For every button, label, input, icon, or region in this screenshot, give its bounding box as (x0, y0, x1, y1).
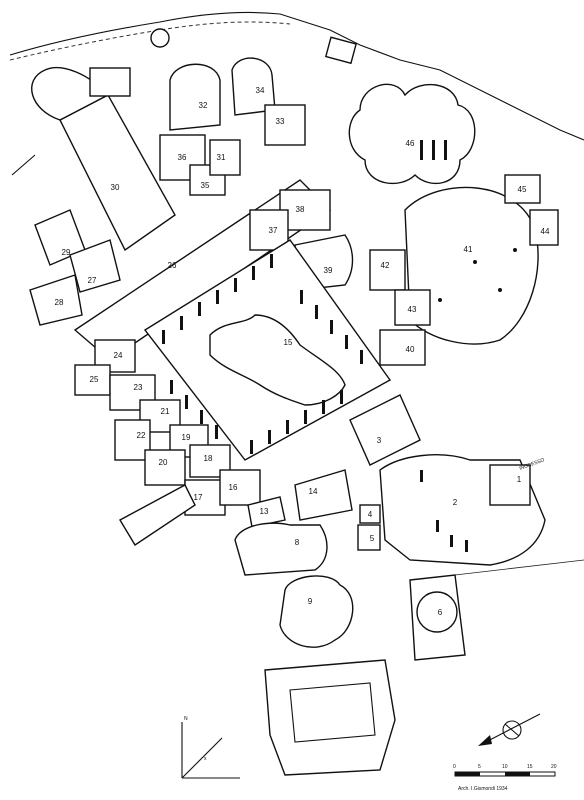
room-label: 24 (114, 351, 123, 360)
room-label: 1 (517, 475, 522, 484)
room-34 (231, 57, 276, 116)
room-label: 23 (134, 383, 143, 392)
room-37 (249, 209, 289, 251)
room-40 (379, 329, 426, 366)
room-label: 40 (406, 345, 415, 354)
room-label: 6 (438, 608, 443, 617)
room-label: 16 (229, 483, 238, 492)
round-room-6 (416, 591, 458, 633)
architect-credit: Arch. I.Gismondi 1934 (458, 786, 508, 792)
room-label: 36 (178, 153, 187, 162)
room-28 (29, 274, 83, 326)
room-5 (357, 524, 381, 551)
room-32 (169, 63, 221, 131)
room-label: 8 (295, 538, 300, 547)
room-label: 29 (62, 248, 71, 257)
room-label: 22 (137, 431, 146, 440)
hall-41 (404, 186, 539, 345)
room-1 (489, 464, 531, 506)
room-label: 43 (408, 305, 417, 314)
room-label: 28 (55, 298, 64, 307)
room-label: 2 (453, 498, 458, 507)
room-label: 30 (111, 183, 120, 192)
column-row-hall (420, 140, 468, 552)
room-label: 32 (199, 101, 208, 110)
room-46 (348, 83, 476, 185)
room-3 (349, 394, 421, 466)
room-42 (369, 249, 406, 291)
room-31 (209, 139, 241, 176)
room-14 (294, 469, 353, 521)
room-8 (234, 522, 328, 576)
room-label: 41 (464, 245, 473, 254)
room-label: 27 (88, 276, 97, 285)
room-label: 15 (284, 338, 293, 347)
room-label: 13 (260, 507, 269, 516)
room-label: 42 (381, 261, 390, 270)
column-row-peristyle (162, 254, 363, 454)
room-label: 38 (296, 205, 305, 214)
room-label: 39 (324, 266, 333, 275)
room-label: 9 (308, 597, 313, 606)
room-43 (394, 289, 431, 326)
room-label: 20 (159, 458, 168, 467)
room-20 (144, 449, 186, 486)
room-16 (219, 469, 261, 506)
room-label: 45 (518, 185, 527, 194)
room-45 (504, 174, 541, 204)
axis-label-vertical: N (184, 716, 188, 722)
room-label: 17 (194, 493, 203, 502)
scale-tick: 5 (478, 764, 481, 770)
room-label: 26 (168, 261, 177, 270)
room-label: 21 (161, 407, 170, 416)
street-label: INGRESSO (519, 457, 546, 472)
room-label: 4 (368, 510, 373, 519)
bath-block (264, 659, 396, 776)
street-line (454, 559, 584, 576)
room-label: 25 (90, 375, 99, 384)
room-4 (359, 504, 381, 524)
bath-inner (289, 682, 376, 743)
scale-tick: 10 (502, 764, 508, 770)
room-33 (264, 104, 306, 146)
room-label: 37 (269, 226, 278, 235)
room-label: 14 (309, 487, 318, 496)
room-9 (279, 575, 354, 648)
room-13 (247, 496, 286, 528)
room-25 (74, 364, 111, 396)
annex-long-room (119, 484, 196, 546)
scale-tick: 0 (453, 764, 456, 770)
room-label: 5 (370, 534, 375, 543)
north-arrow-icon (478, 713, 541, 746)
basin-15 (209, 314, 346, 406)
boundary-wall-top (9, 11, 584, 141)
gate-structure (324, 36, 357, 65)
room-22 (114, 419, 151, 461)
axis-indicator: N x (181, 716, 240, 779)
room-label: 31 (217, 153, 226, 162)
room-label: 19 (182, 433, 191, 442)
scale-tick: 20 (551, 764, 557, 770)
axis-label-diagonal: x (204, 756, 207, 762)
room-label: 35 (201, 181, 210, 190)
scale-tick: 15 (527, 764, 533, 770)
room-label: 33 (276, 117, 285, 126)
room-label: 3 (377, 436, 382, 445)
scale-bar: 0 5 10 15 20 (453, 764, 557, 777)
room-label: 44 (541, 227, 550, 236)
round-cistern (150, 28, 170, 48)
column-dots (438, 248, 517, 302)
room-44 (529, 209, 559, 246)
boundary-dashed (9, 21, 291, 61)
room-label: 18 (204, 454, 213, 463)
annex-tower (89, 67, 131, 97)
room-30 (59, 94, 176, 252)
annex-30 (11, 154, 36, 176)
room-labels: 1 2 3 4 5 6 8 9 13 14 15 16 17 18 19 20 … (55, 86, 550, 617)
room-label: 34 (256, 86, 265, 95)
room-24 (94, 339, 136, 373)
room-27 (69, 239, 121, 293)
room-label: 46 (406, 139, 415, 148)
